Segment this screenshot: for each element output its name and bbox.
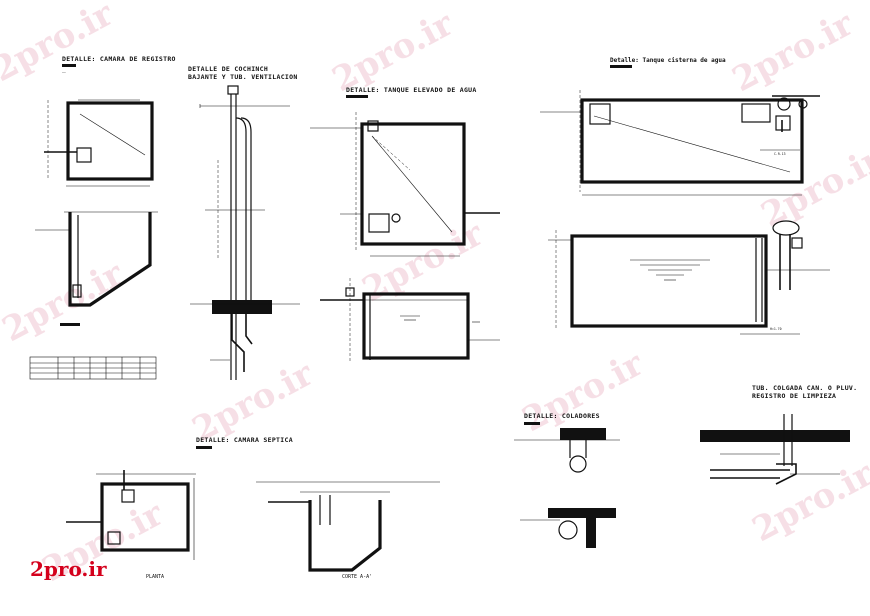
septica-plan-box	[100, 482, 190, 552]
label-planta: PLANTA	[146, 574, 164, 580]
watermark-text: 2pro.ir	[356, 213, 491, 310]
watermark-text: 2pro.ir	[755, 139, 870, 236]
label-cr: C.R.13	[774, 152, 786, 156]
title-registro: DETALLE: CAMARA DE REGISTRO	[62, 55, 176, 63]
label-corte: CORTE A-A'	[342, 574, 372, 580]
watermark-text: 2pro.ir	[0, 253, 131, 350]
label-h: H=1.70	[770, 327, 782, 331]
watermark-text: 2pro.ir	[516, 343, 651, 440]
title-tub-colgada-1: TUB. COLGADA CAN. O PLUV.	[752, 384, 857, 392]
detail-tanque-cisterna: Detalle: Tanque cisterna de agua C.R.13 …	[540, 57, 830, 335]
logo-text: 2pro.ir	[30, 557, 107, 581]
registro-plan-box	[66, 101, 154, 181]
detail-bajante: DETALLE DE COCHINCH BAJANTE Y TUB. VENTI…	[188, 65, 300, 380]
site-logo: 2pro.ir	[30, 557, 107, 581]
title-tanque-elevado: DETALLE: TANQUE ELEVADO DE AGUA	[346, 86, 477, 94]
septica-section	[308, 500, 382, 572]
watermark-text: 2pro.ir	[746, 453, 870, 550]
title-tub-colgada-2: REGISTRO DE LIMPIEZA	[752, 392, 836, 400]
floor-slab	[212, 300, 272, 314]
tanque-plan-box	[360, 122, 466, 246]
title-coladores: DETALLE: COLADORES	[524, 412, 600, 420]
detail-tanque-elevado: DETALLE: TANQUE ELEVADO DE AGUA	[310, 86, 500, 362]
title-cisterna: Detalle: Tanque cisterna de agua	[610, 57, 726, 64]
title-cochinillo-1: DETALLE DE COCHINCH	[188, 65, 268, 73]
watermark-text: 2pro.ir	[726, 3, 861, 100]
detail-camara-septica: DETALLE: CAMARA SEPTICA PLANTA CORTE A-A…	[66, 436, 440, 580]
detail-coladores: DETALLE: COLADORES	[514, 412, 620, 548]
cisterna-section-box	[570, 234, 768, 328]
svg-text:——: ——	[62, 70, 66, 74]
cisterna-plan-box	[580, 98, 804, 184]
watermark-text: 2pro.ir	[0, 0, 121, 90]
detail-camara-registro: DETALLE: CAMARA DE REGISTRO ——	[29, 55, 176, 380]
detail-tub-colgada: TUB. COLGADA CAN. O PLUV. REGISTRO DE LI…	[700, 384, 857, 485]
registro-section	[68, 212, 152, 307]
title-cochinillo-2: BAJANTE Y TUB. VENTILACION	[188, 73, 298, 81]
tanque-section-box	[362, 292, 470, 360]
dimension-table	[29, 356, 157, 380]
title-septica: DETALLE: CAMARA SEPTICA	[196, 436, 293, 444]
